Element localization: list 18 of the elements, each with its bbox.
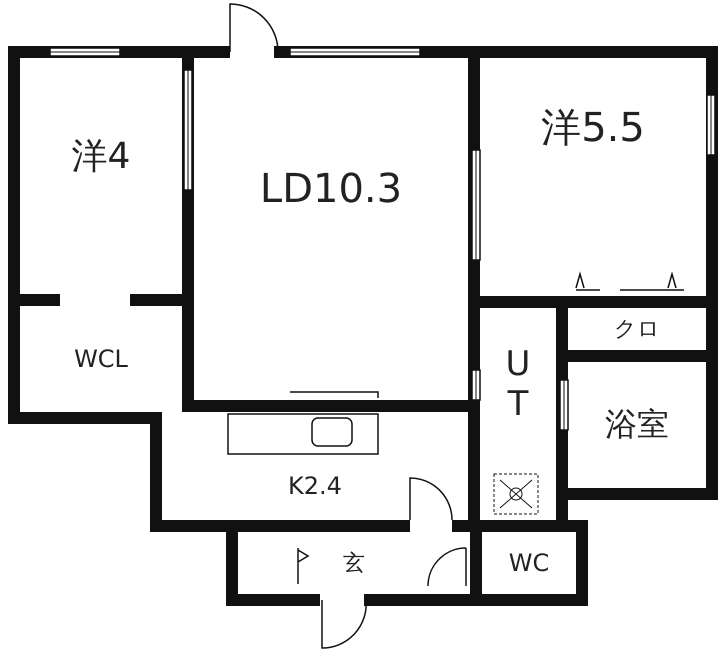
- room-label: WC: [508, 549, 550, 577]
- room-label: UT: [501, 344, 535, 424]
- floor-plan-room: [20, 306, 182, 412]
- room-label: WCL: [74, 345, 128, 373]
- floor-plan-room: [194, 58, 468, 400]
- room-label: K2.4: [288, 472, 342, 500]
- floor-plan-room: [238, 532, 470, 594]
- room-label: 洋4: [72, 134, 130, 178]
- floor-plan-room: [480, 58, 706, 296]
- floor-plan-room: [568, 308, 706, 350]
- floor-plan-room: [482, 532, 576, 594]
- room-label: クロ: [614, 316, 660, 344]
- room-label: 洋5.5: [541, 104, 645, 152]
- floor-plan-room: [20, 58, 182, 294]
- room-label: LD10.3: [260, 166, 402, 212]
- room-label: 浴室: [605, 404, 669, 445]
- room-label: 玄: [343, 550, 365, 578]
- floor-plan-room: [568, 362, 706, 488]
